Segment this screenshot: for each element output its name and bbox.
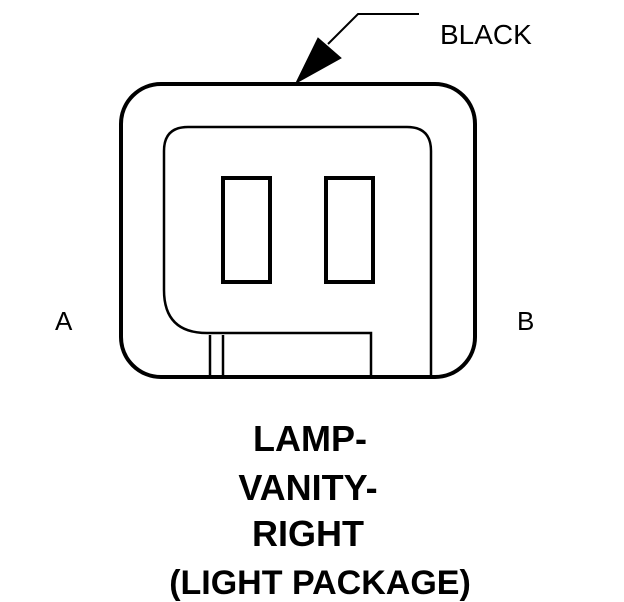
- terminal-cavity-a: [221, 176, 272, 284]
- component-name-line2: VANITY-: [238, 467, 378, 508]
- wire-callout-arrowhead: [294, 37, 342, 85]
- terminal-cavity-b: [324, 176, 375, 284]
- component-name-line3: RIGHT: [252, 513, 364, 554]
- component-name-line1: LAMP-: [253, 418, 367, 459]
- component-name-line4: (LIGHT PACKAGE): [169, 564, 471, 602]
- pin-label-b: B: [517, 306, 535, 336]
- wire-color-label: BLACK: [440, 19, 532, 50]
- pin-label-a: A: [55, 306, 73, 336]
- connector-inner-housing: [162, 125, 433, 377]
- wire-callout-leader: [327, 13, 419, 45]
- connector-outer-body: [119, 82, 477, 379]
